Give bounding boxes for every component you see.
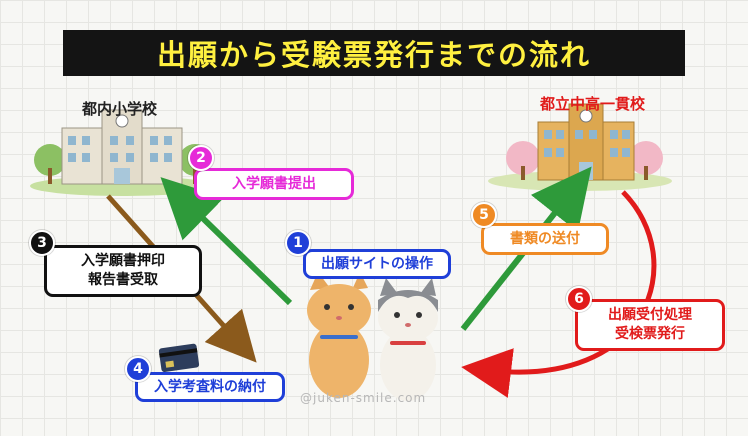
elementary-school-label: 都内小学校 bbox=[82, 100, 158, 118]
step-4-box: 入学考査料の納付 bbox=[135, 372, 285, 402]
page-title: 出願から受験票発行までの流れ bbox=[63, 30, 685, 76]
step-3-text-line-1: 入学願書押印 bbox=[81, 253, 165, 270]
green-arrow-to-junior-high bbox=[460, 166, 592, 331]
step-6-number-badge: 6 bbox=[566, 286, 592, 312]
step-5-box: 書類の送付 bbox=[481, 223, 609, 255]
white-gray-cat-illustration bbox=[378, 278, 438, 401]
step-5-text: 書類の送付 bbox=[510, 230, 580, 247]
step-1-box: 出願サイトの操作 bbox=[303, 249, 451, 279]
step-3-number-badge: 3 bbox=[29, 230, 55, 256]
junior-high-school-label: 都立中高一貫校 bbox=[540, 95, 646, 113]
step-1-number-badge: 1 bbox=[285, 230, 311, 256]
step-6-text-line-2: 受検票発行 bbox=[615, 326, 685, 342]
orange-cat-illustration bbox=[307, 272, 371, 398]
step-2-box: 入学願書提出 bbox=[194, 168, 354, 200]
step-4-number-badge: 4 bbox=[125, 356, 151, 382]
step-2-text: 入学願書提出 bbox=[232, 175, 316, 192]
step-5-number-badge: 5 bbox=[471, 202, 497, 228]
green-arrow-to-elementary bbox=[160, 177, 293, 306]
elementary-school-illustration bbox=[30, 109, 214, 196]
step-4-text: 入学考査料の納付 bbox=[154, 378, 266, 395]
step-3-box: 入学願書押印 報告書受取 bbox=[44, 245, 202, 297]
watermark: @juken-smile.com bbox=[300, 391, 427, 405]
step-2-number-badge: 2 bbox=[188, 145, 214, 171]
step-3-text-line-2: 報告書受取 bbox=[88, 272, 158, 288]
step-1-text: 出願サイトの操作 bbox=[321, 255, 433, 272]
step-6-text-line-1: 出願受付処理 bbox=[608, 307, 692, 324]
junior-high-school-illustration bbox=[488, 103, 672, 191]
credit-card-icon bbox=[158, 343, 200, 373]
step-6-box: 出願受付処理 受検票発行 bbox=[575, 299, 725, 351]
